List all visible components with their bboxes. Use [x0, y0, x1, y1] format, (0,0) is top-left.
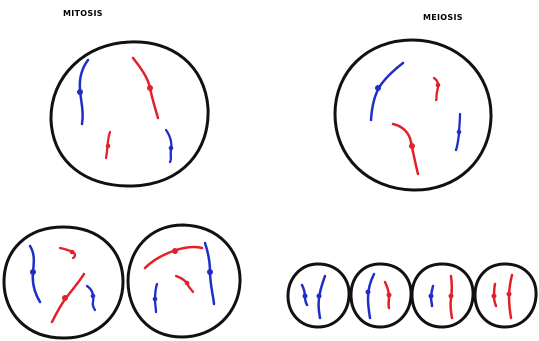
red-chromosome — [391, 122, 420, 176]
centromere — [386, 292, 392, 298]
meiosis-parent-cell — [333, 38, 493, 192]
centromere — [62, 295, 68, 301]
cell-membrane — [286, 262, 351, 329]
centromere — [69, 249, 75, 255]
cell-membrane — [333, 38, 493, 192]
centromere — [316, 293, 322, 299]
meiosis-daughter-cell — [473, 262, 538, 329]
blue-chromosome — [369, 61, 405, 122]
red-chromosome — [507, 273, 514, 320]
blue-chromosome — [366, 272, 376, 320]
centromere — [448, 293, 454, 299]
centromere — [409, 143, 415, 149]
centromere — [428, 293, 434, 299]
centromere — [207, 269, 213, 275]
cell-membrane — [349, 262, 413, 329]
cell-membrane — [126, 223, 242, 339]
centromere — [172, 248, 178, 254]
mitosis-parent-cell — [49, 40, 210, 188]
mitosis-title: MITOSIS — [63, 9, 103, 18]
meiosis-daughter-cell — [286, 262, 351, 329]
centromere — [456, 129, 462, 135]
meiosis-daughter-cell — [349, 262, 413, 329]
mitosis-daughter-cell — [2, 225, 125, 340]
centromere — [168, 145, 174, 151]
cell-membrane — [2, 225, 125, 340]
meiosis-title: MEIOSIS — [423, 13, 463, 22]
cell-membrane — [49, 40, 210, 188]
cell-membrane — [410, 262, 475, 329]
centromere — [30, 269, 36, 275]
centromere — [302, 293, 308, 299]
cell-membrane — [473, 262, 538, 329]
centromere — [375, 85, 381, 91]
centromere — [506, 291, 512, 297]
mitosis-daughter-cell — [126, 223, 242, 339]
centromere — [435, 82, 441, 88]
red-chromosome — [432, 76, 440, 102]
centromere — [105, 143, 111, 149]
red-chromosome — [131, 56, 160, 120]
red-chromosome — [174, 274, 195, 294]
centromere — [152, 296, 158, 302]
centromere — [90, 293, 96, 299]
centromere — [491, 293, 497, 299]
meiosis-daughter-cell — [410, 262, 475, 329]
centromere — [184, 280, 190, 286]
blue-chromosome — [85, 284, 97, 312]
centromere — [147, 85, 153, 91]
centromere — [77, 89, 83, 95]
centromere — [365, 289, 371, 295]
